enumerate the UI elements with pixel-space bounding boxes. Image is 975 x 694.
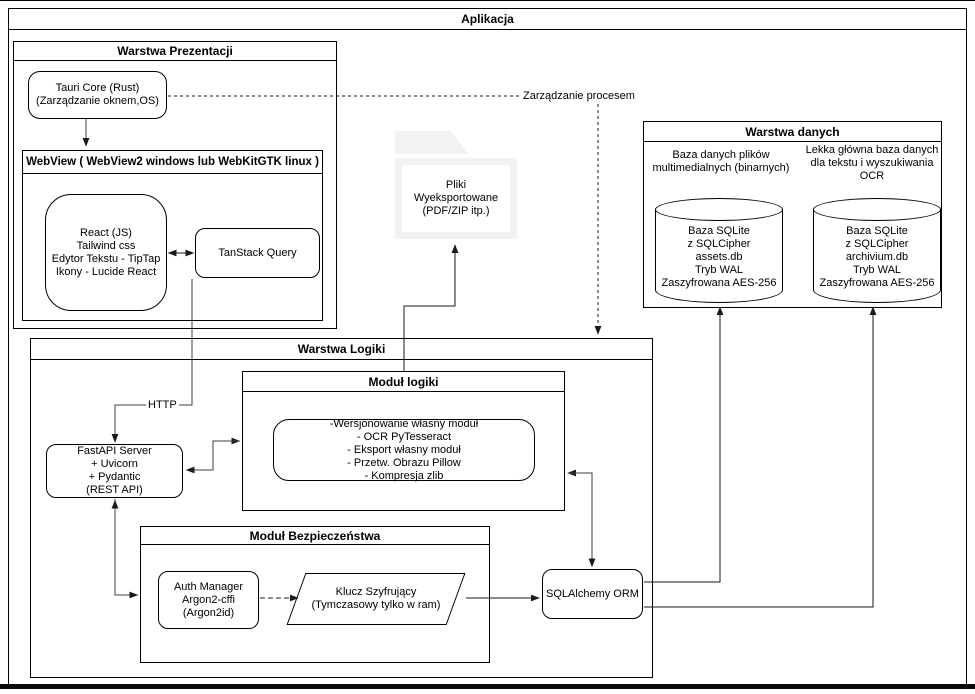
text-db-caption: Lekka główna baza danych dla tekstu i wy… bbox=[805, 144, 939, 182]
sqlalchemy-orm-node[interactable]: SQLAlchemy ORM bbox=[542, 569, 643, 619]
security-module-header: Moduł Bezpieczeństwa bbox=[141, 527, 489, 545]
tauri-core-node[interactable]: Tauri Core (Rust) (Zarządzanie oknem,OS) bbox=[28, 71, 167, 119]
fastapi-node[interactable]: FastAPI Server + Uvicorn + Pydantic (RES… bbox=[46, 444, 183, 498]
auth-manager-label: Auth Manager Argon2-cffi (Argon2id) bbox=[173, 580, 244, 619]
data-layer-box[interactable]: Warstwa danych bbox=[643, 121, 942, 308]
tanstack-node[interactable]: TanStack Query bbox=[195, 228, 320, 278]
exported-files-label: Pliki Wyeksportowane (PDF/ZIP itp.) bbox=[413, 179, 499, 217]
app-title: Aplikacja bbox=[461, 12, 514, 26]
presentation-layer-title: Warstwa Prezentacji bbox=[117, 44, 233, 58]
tanstack-label: TanStack Query bbox=[218, 246, 297, 259]
webview-header: WebView ( WebView2 windows lub WebKitGTK… bbox=[23, 151, 322, 174]
sqlalchemy-orm-label: SQLAlchemy ORM bbox=[546, 587, 639, 600]
fastapi-label: FastAPI Server + Uvicorn + Pydantic (RES… bbox=[77, 445, 152, 496]
text-db-label: Baza SQLite z SQLCipher archivium.db Try… bbox=[819, 225, 935, 289]
security-module-box[interactable]: Moduł Bezpieczeństwa bbox=[140, 526, 490, 663]
app-title-bar: Aplikacja bbox=[9, 9, 966, 30]
auth-manager-node[interactable]: Auth Manager Argon2-cffi (Argon2id) bbox=[158, 571, 259, 629]
cylinder-body bbox=[655, 209, 783, 303]
media-db-caption: Baza danych plików multimedialnych (bina… bbox=[652, 149, 790, 174]
data-layer-header: Warstwa danych bbox=[644, 122, 941, 142]
logic-module-box[interactable]: Moduł logiki bbox=[242, 371, 565, 511]
cylinder-top-ellipse bbox=[655, 198, 783, 221]
text-db-cylinder[interactable]: Baza SQLite z SQLCipher archivium.db Try… bbox=[813, 198, 941, 303]
data-layer-title: Warstwa danych bbox=[745, 124, 840, 139]
folder-body-shape: Pliki Wyeksportowane (PDF/ZIP itp.) bbox=[395, 158, 517, 239]
tauri-core-label: Tauri Core (Rust) (Zarządzanie oknem,OS) bbox=[36, 82, 159, 107]
logic-module-header: Moduł logiki bbox=[243, 372, 564, 392]
process-management-label: Zarządzanie procesem bbox=[521, 90, 637, 103]
security-module-title: Moduł Bezpieczeństwa bbox=[249, 528, 381, 543]
cylinder-body bbox=[813, 209, 941, 303]
react-label: React (JS) Tailwind css Edytor Tekstu - … bbox=[51, 226, 161, 278]
logic-module-items-node[interactable]: -Wersjonowanie własny moduł - OCR PyTess… bbox=[273, 417, 535, 482]
media-db-cylinder[interactable]: Baza SQLite z SQLCipher assets.db Tryb W… bbox=[655, 198, 783, 303]
react-node[interactable]: React (JS) Tailwind css Edytor Tekstu - … bbox=[45, 194, 167, 311]
encryption-key-node[interactable]: Klucz Szyfrujący (Tymczasowy tylko w ram… bbox=[284, 573, 468, 625]
media-db-label: Baza SQLite z SQLCipher assets.db Tryb W… bbox=[661, 225, 777, 289]
exported-files-folder[interactable]: Pliki Wyeksportowane (PDF/ZIP itp.) bbox=[395, 131, 517, 239]
presentation-layer-header: Warstwa Prezentacji bbox=[14, 42, 336, 61]
folder-tab-shape bbox=[395, 131, 469, 154]
window-bottom-edge bbox=[0, 684, 975, 689]
logic-module-items-label: -Wersjonowanie własny moduł - OCR PyTess… bbox=[329, 417, 479, 482]
logic-layer-title: Warstwa Logiki bbox=[297, 342, 386, 356]
http-label: HTTP bbox=[146, 399, 179, 412]
cylinder-top-ellipse bbox=[813, 198, 941, 221]
webview-title: WebView ( WebView2 windows lub WebKitGTK… bbox=[26, 156, 319, 168]
logic-module-title: Moduł logiki bbox=[368, 374, 439, 389]
logic-layer-header: Warstwa Logiki bbox=[31, 339, 652, 360]
encryption-key-label: Klucz Szyfrujący (Tymczasowy tylko w ram… bbox=[311, 586, 441, 611]
